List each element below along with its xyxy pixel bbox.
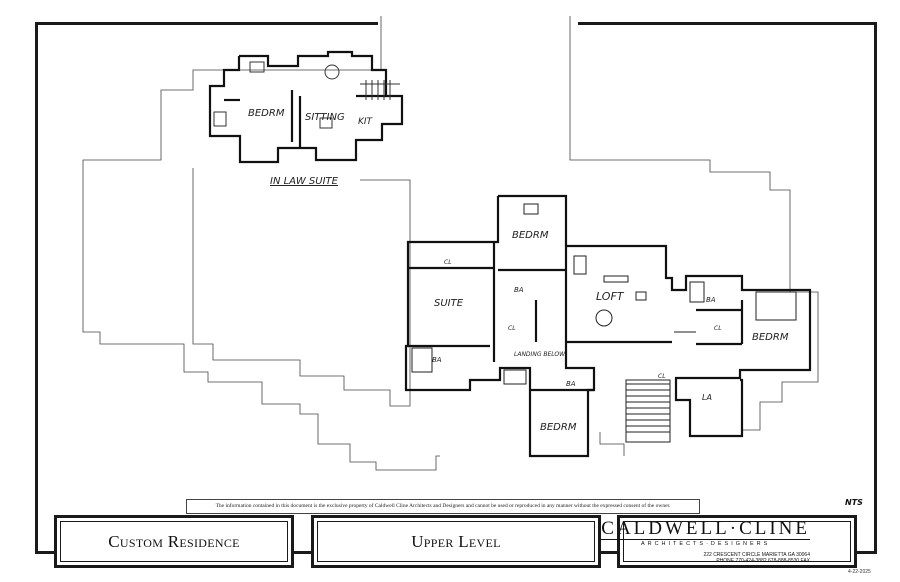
firm-logo-box: CALDWELL·CLINE ARCHITECTS·DESIGNERS 222 … xyxy=(601,515,857,568)
room-label: BA xyxy=(432,356,442,364)
room-label: CL xyxy=(714,325,722,332)
project-title-box: Custom Residence xyxy=(54,515,294,568)
room-labels: BEDRM SITTING KIT IN LAW SUITE BEDRM CL … xyxy=(248,108,789,433)
firm-subtitle: ARCHITECTS·DESIGNERS xyxy=(601,538,810,547)
room-label: CL xyxy=(444,259,452,266)
room-label: IN LAW SUITE xyxy=(270,176,339,187)
room-label: LA xyxy=(702,393,712,402)
room-label: LOFT xyxy=(596,290,625,303)
room-label: KIT xyxy=(358,117,374,127)
room-label: SITTING xyxy=(305,112,345,123)
upper-level-plan xyxy=(404,194,812,458)
room-label: CL xyxy=(508,325,516,332)
room-label: BEDRM xyxy=(752,332,789,343)
room-label: BEDRM xyxy=(248,108,285,119)
firm-phone: PHONE 770-424-3882 678-888-8530 FAX xyxy=(716,557,810,564)
firm-address: 222 CRESCENT CIRCLE MARIETTA GA 30064 xyxy=(703,551,810,558)
room-label: BEDRM xyxy=(540,422,577,433)
sheet-title: Upper Level xyxy=(411,531,501,551)
drawing-date: 4-22-2025 xyxy=(848,569,871,575)
sheet-title-box: Upper Level xyxy=(311,515,601,568)
room-label: BA xyxy=(706,296,716,304)
room-label: LANDING BELOW xyxy=(514,351,566,358)
room-label: SUITE xyxy=(434,298,464,309)
room-label: BA xyxy=(566,380,576,388)
firm-name: CALDWELL·CLINE xyxy=(601,517,810,539)
scale-note: NTS xyxy=(845,498,863,507)
disclaimer-text: The information contained in this docume… xyxy=(186,499,700,514)
border-gap xyxy=(378,18,578,28)
room-label: BEDRM xyxy=(512,230,549,241)
room-label: CL xyxy=(658,373,666,380)
firm-logo: CALDWELL·CLINE ARCHITECTS·DESIGNERS 222 … xyxy=(601,517,810,564)
room-label: BA xyxy=(514,286,524,294)
project-title: Custom Residence xyxy=(108,531,240,551)
in-law-suite-plan xyxy=(208,50,404,164)
